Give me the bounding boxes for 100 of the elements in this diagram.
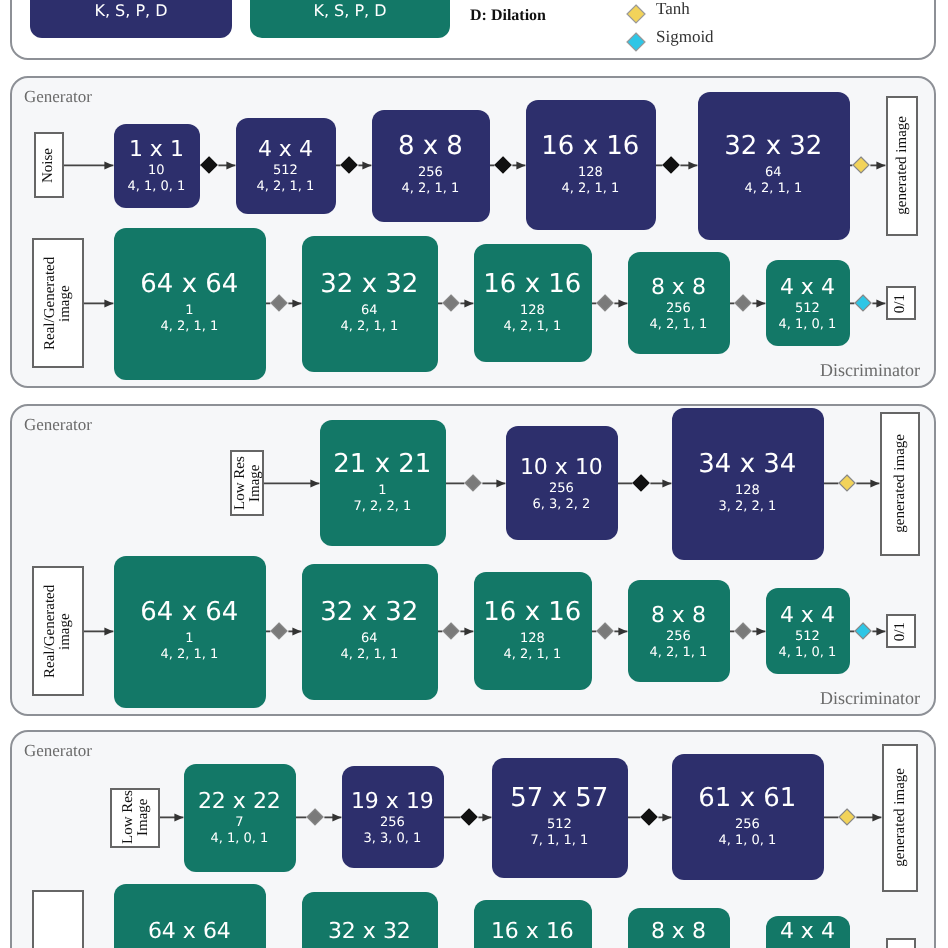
activation-diamond (632, 474, 651, 493)
conv-block (371, 109, 490, 222)
block-size: 8 x 8 (650, 603, 706, 628)
conv-block (341, 766, 444, 869)
arrow (869, 161, 887, 170)
conv-block (491, 757, 628, 878)
block-size: 16 x 16 (490, 919, 574, 944)
panel-heading: Discriminator (820, 360, 920, 380)
arrow (871, 299, 887, 308)
network-panel (10, 404, 936, 716)
arrow (855, 479, 881, 488)
arrow (871, 627, 887, 636)
io-box (885, 95, 918, 236)
activation-diamond (270, 622, 289, 641)
conv-block (301, 891, 438, 948)
arrow (481, 479, 507, 488)
block-size: 4 x 4 (779, 275, 835, 300)
activation-diamond (734, 622, 753, 641)
arrow (262, 479, 321, 488)
block-size: 32 x 32 (724, 134, 823, 164)
arrow (751, 627, 767, 636)
activation-diamond (852, 156, 871, 175)
block-size: 16 x 16 (541, 134, 640, 164)
block-size: 16 x 16 (483, 272, 582, 302)
block-size: 61 x 61 (698, 786, 797, 816)
arrow (649, 479, 673, 488)
block-size: 19 x 19 (350, 789, 434, 814)
conv-block (627, 580, 730, 683)
io-box (31, 889, 84, 948)
block-size: 57 x 57 (510, 786, 609, 816)
block-size: 10 x 10 (519, 455, 603, 480)
arrow (477, 813, 493, 822)
block-size: 8 x 8 (650, 275, 706, 300)
arrow (217, 161, 237, 170)
activation-diamond (838, 808, 857, 827)
legend-label: Sigmoid (656, 26, 714, 46)
arrow (511, 161, 527, 170)
io-box (31, 238, 84, 369)
arrow (357, 161, 373, 170)
conv-block (301, 563, 438, 700)
conv-block (505, 426, 618, 541)
block-size: 32 x 32 (320, 600, 419, 630)
arrow (613, 299, 629, 308)
block-size: 4 x 4 (779, 603, 835, 628)
conv-block (671, 754, 824, 881)
io-box (881, 743, 918, 892)
activation-diamond (734, 294, 753, 313)
block-size: 64 x 64 (147, 919, 231, 944)
activation-diamond (854, 294, 873, 313)
io-box (33, 132, 64, 199)
block-size: 64 x 64 (140, 600, 239, 630)
io-box (885, 286, 916, 321)
conv-block (473, 899, 592, 948)
io-box (885, 614, 916, 649)
conv-block (697, 91, 850, 240)
conv-block (765, 260, 850, 347)
block-size: K, S, P, D (94, 4, 168, 22)
arrow (158, 813, 185, 822)
block-size: 21 x 21 (333, 452, 432, 482)
arrow (459, 627, 475, 636)
conv-block (113, 883, 266, 948)
io-box (885, 937, 916, 948)
conv-block (765, 915, 850, 948)
conv-block (525, 100, 656, 231)
arrow (323, 813, 343, 822)
block-size: 4 x 4 (779, 919, 835, 944)
block-size: 34 x 34 (698, 452, 797, 482)
block-size: 8 x 8 (650, 919, 706, 944)
conv-block (627, 907, 730, 948)
activation-diamond (442, 294, 461, 313)
arrow (751, 299, 767, 308)
conv-block (473, 572, 592, 691)
arrow (82, 299, 115, 308)
activation-diamond (460, 808, 479, 827)
panel-heading: Generator (24, 86, 92, 106)
arrow (62, 161, 115, 170)
activation-diamond (838, 474, 857, 493)
block-size: 32 x 32 (320, 272, 419, 302)
block-size: K, S, P, D (313, 4, 387, 22)
conv-block (250, 0, 450, 38)
panel-heading: Discriminator (820, 688, 920, 708)
conv-block (113, 555, 266, 708)
block-size: 64 x 64 (140, 272, 239, 302)
arrow (613, 627, 629, 636)
activation-diamond (442, 622, 461, 641)
arrow (855, 813, 883, 822)
arrow (287, 627, 303, 636)
activation-diamond (306, 808, 325, 827)
legend-note: D: Dilation (470, 6, 546, 24)
conv-block (113, 123, 200, 208)
conv-block (671, 407, 824, 560)
arrow (679, 161, 699, 170)
block-size: 22 x 22 (197, 789, 281, 814)
activation-diamond (464, 474, 483, 493)
block-size: 1 x 1 (128, 137, 184, 162)
conv-block (301, 235, 438, 372)
network-panel (10, 76, 936, 388)
arrow (657, 813, 673, 822)
conv-block (473, 244, 592, 363)
arrow (82, 627, 115, 636)
